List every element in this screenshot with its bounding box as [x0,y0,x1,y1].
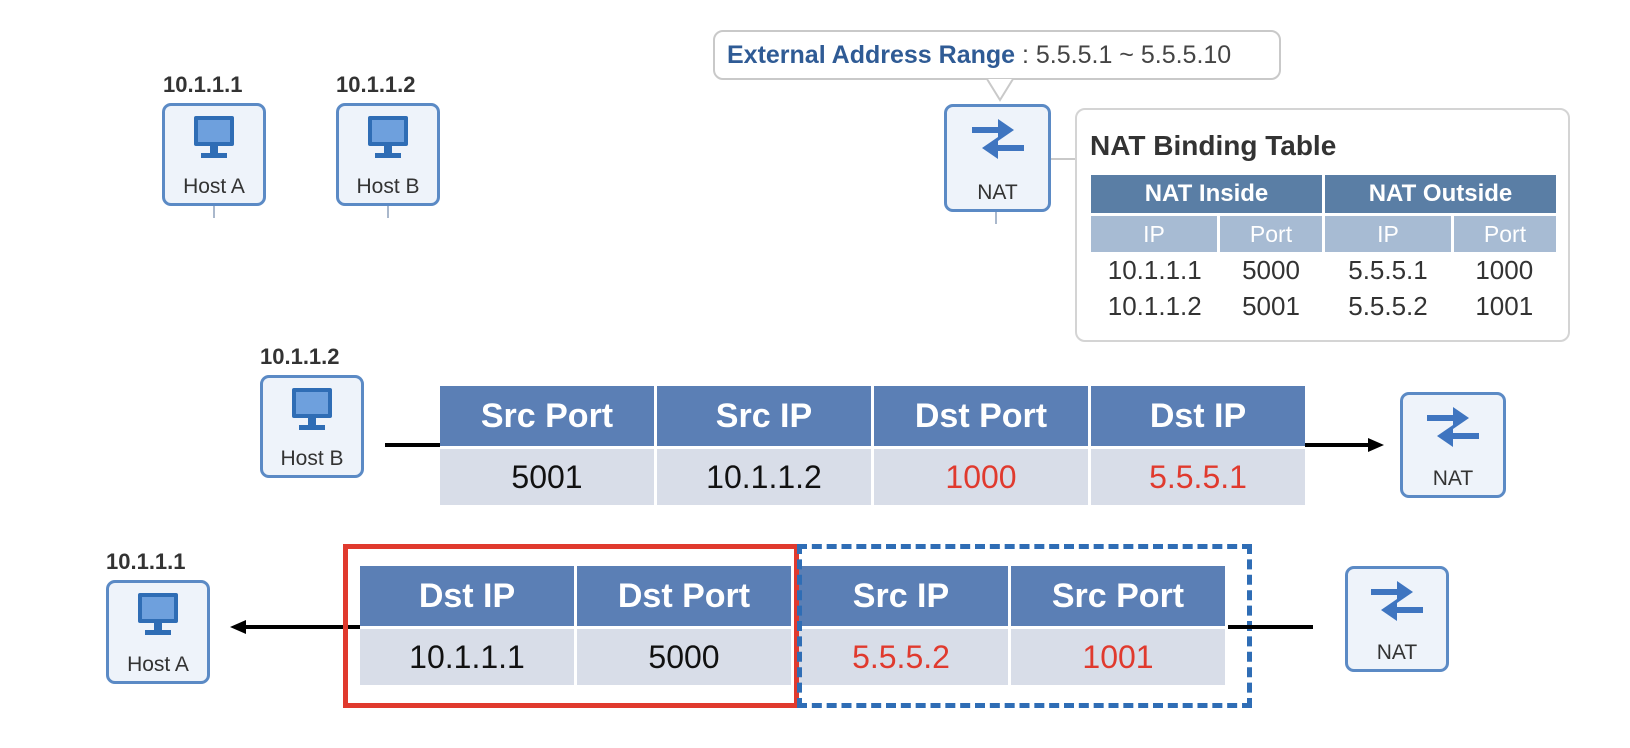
outbound-value-dst-ip: 5.5.5.1 [1089,446,1305,505]
nat-device-top[interactable]: NAT [944,104,1051,212]
outbound-line-right [1305,443,1373,447]
nat-to-table-link [1051,158,1075,160]
nat-binding-table-card: NAT Binding Table NAT Inside NAT Outside… [1075,108,1570,342]
host-b-connector [387,206,389,218]
outbound-packet-table: Src Port Src IP Dst Port Dst IP 5001 10.… [440,386,1305,505]
host-b-label: Host B [356,175,420,198]
binding-table: NAT Inside NAT Outside IP Port IP Port 1… [1091,175,1556,324]
inbound-line-left [243,625,360,629]
inbound-header-src-port: Src Port [1009,566,1225,628]
computer-monitor-icon [138,593,178,635]
table-row: 5001 10.1.1.2 1000 5.5.5.1 [440,446,1305,505]
outbound-host-device[interactable]: Host B [260,375,364,478]
nat-label-top: NAT [977,181,1018,204]
outbound-header-dst-ip: Dst IP [1089,386,1305,448]
outbound-header-src-port: Src Port [440,386,657,448]
outbound-line-left [385,443,440,447]
host-b-ip-label: 10.1.1.2 [336,72,416,97]
computer-monitor-icon [194,116,234,158]
sub-header-inside-ip: IP [1091,213,1220,252]
nat-arrows-icon [1427,407,1479,447]
host-a-label: Host A [183,175,245,198]
nat-top-connector [995,212,997,224]
inbound-line-right [1228,625,1313,629]
inbound-value-dst-port: 5000 [575,626,794,685]
table-cell: 10.1.1.1 [1107,254,1202,285]
computer-monitor-icon [368,116,408,158]
inbound-header-dst-port: Dst Port [575,566,794,628]
destination-highlight-box [343,544,799,708]
nat-label-inbound: NAT [1376,641,1418,664]
callout-key: External Address Range [727,41,1016,69]
table-row: 10.1.1.2 5001 5.5.5.2 1001 [1091,288,1556,324]
callout-pointer [986,78,1014,102]
sub-header-outside-ip: IP [1323,213,1454,252]
table-cell: 5000 [1242,254,1300,285]
table-cell: 5001 [1242,290,1300,321]
table-cell: 5.5.5.2 [1348,290,1428,321]
nat-device-inbound[interactable]: NAT [1345,566,1449,672]
callout-value: : 5.5.5.1 ~ 5.5.5.10 [1022,41,1232,69]
outbound-value-src-ip: 10.1.1.2 [655,446,874,505]
computer-monitor-icon [292,388,332,430]
arrow-right-icon [1368,438,1384,452]
inbound-value-src-port: 1001 [1009,626,1225,685]
inbound-host-device[interactable]: Host A [106,580,210,684]
nat-arrows-icon [971,119,1024,159]
sub-header-outside-port: Port [1452,213,1556,252]
outbound-host-label: Host B [280,447,344,470]
inbound-header-dst-ip: Dst IP [360,566,577,628]
binding-table-title: NAT Binding Table [1090,130,1337,161]
inbound-host-ip-label: 10.1.1.1 [106,549,186,574]
host-b-device[interactable]: Host B [336,103,440,206]
host-a-ip-label: 10.1.1.1 [163,72,243,97]
inbound-value-dst-ip: 10.1.1.1 [360,626,577,685]
host-a-device[interactable]: Host A [162,103,266,206]
arrow-left-icon [230,620,246,634]
outbound-value-dst-port: 1000 [872,446,1091,505]
table-cell: 5.5.5.1 [1348,254,1428,285]
host-a-connector [213,206,215,218]
table-cell: 1001 [1475,290,1534,321]
table-cell: 1000 [1475,254,1534,285]
inbound-packet-table: Dst IP Dst Port Src IP Src Port 10.1.1.1… [360,566,1225,685]
group-header-outside: NAT Outside [1323,175,1556,215]
sub-header-inside-port: Port [1218,213,1325,252]
outbound-header-dst-port: Dst Port [872,386,1091,448]
source-highlight-box [797,544,1252,708]
table-row: 10.1.1.1 5000 5.5.5.2 1001 [360,626,1225,685]
inbound-host-label: Host A [127,653,189,676]
table-cell: 10.1.1.2 [1107,290,1202,321]
outbound-value-src-port: 5001 [440,446,657,505]
nat-arrows-icon [1371,581,1423,621]
inbound-header-src-ip: Src IP [792,566,1011,628]
nat-device-outbound[interactable]: NAT [1400,392,1506,498]
outbound-header-src-ip: Src IP [655,386,874,448]
inbound-value-src-ip: 5.5.5.2 [792,626,1011,685]
outbound-host-ip-label: 10.1.1.2 [260,344,340,369]
nat-label-outbound: NAT [1432,467,1474,490]
table-row: 10.1.1.1 5000 5.5.5.1 1000 [1091,252,1556,288]
external-address-callout: External Address Range : 5.5.5.1 ~ 5.5.5… [713,30,1281,80]
group-header-inside: NAT Inside [1091,175,1325,215]
